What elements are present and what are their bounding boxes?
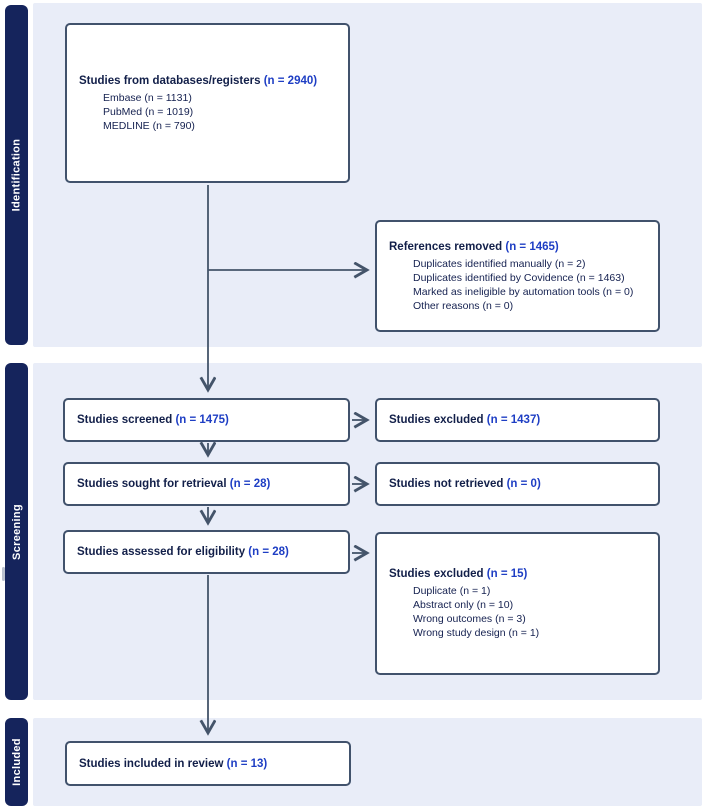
included-rail: Included bbox=[5, 718, 28, 806]
box-count: (n = 13) bbox=[226, 757, 268, 770]
box-label: Studies assessed for eligibility bbox=[77, 546, 246, 558]
box-item-list: Duplicates identified manually (n = 2) D… bbox=[389, 257, 650, 313]
box-item: MEDLINE (n = 790) bbox=[103, 119, 195, 132]
box-item: Duplicate (n = 1) bbox=[413, 585, 491, 597]
box-studies-sought-for-retrieval: Studies sought for retrieval (n = 28) bbox=[63, 462, 350, 506]
box-label: Studies sought for retrieval bbox=[77, 478, 227, 490]
box-studies-from-databases: Studies from databases/registers (n = 29… bbox=[65, 23, 350, 183]
box-item-list: Duplicate (n = 1) Abstract only (n = 10)… bbox=[389, 584, 650, 640]
box-item: Embase (n = 1131) bbox=[103, 91, 192, 104]
box-studies-not-retrieved: Studies not retrieved (n = 0) bbox=[375, 462, 660, 506]
screening-rail: Screening bbox=[5, 363, 28, 700]
box-title: Studies excluded (n = 1437) bbox=[389, 413, 650, 427]
box-count: (n = 28) bbox=[229, 478, 271, 490]
box-item: Marked as ineligible by automation tools… bbox=[413, 285, 634, 298]
box-item-list: Embase (n = 1131) PubMed (n = 1019) MEDL… bbox=[79, 91, 340, 133]
box-label: Studies excluded bbox=[389, 414, 484, 426]
box-studies-excluded-screening: Studies excluded (n = 1437) bbox=[375, 398, 660, 442]
identification-rail: Identification bbox=[5, 5, 28, 345]
box-title: Studies sought for retrieval (n = 28) bbox=[77, 477, 340, 491]
box-label: Studies included in review bbox=[79, 757, 224, 770]
box-count: (n = 1465) bbox=[505, 240, 559, 253]
box-references-removed: References removed (n = 1465) Duplicates… bbox=[375, 220, 660, 332]
box-label: References removed bbox=[389, 240, 503, 253]
box-title: Studies not retrieved (n = 0) bbox=[389, 477, 650, 491]
box-title: Studies screened (n = 1475) bbox=[77, 413, 340, 427]
box-item: Wrong study design (n = 1) bbox=[413, 627, 540, 639]
box-count: (n = 1475) bbox=[175, 414, 229, 426]
box-title: Studies from databases/registers (n = 29… bbox=[79, 74, 340, 88]
box-item: Wrong outcomes (n = 3) bbox=[413, 613, 526, 625]
box-label: Studies not retrieved bbox=[389, 478, 504, 490]
box-item: Abstract only (n = 10) bbox=[413, 599, 514, 611]
box-item: PubMed (n = 1019) bbox=[103, 105, 194, 118]
box-item: Duplicates identified by Covidence (n = … bbox=[413, 271, 625, 284]
box-title: Studies excluded (n = 15) bbox=[389, 567, 650, 581]
box-count: (n = 1437) bbox=[486, 414, 541, 426]
box-label: Studies excluded bbox=[389, 568, 484, 580]
box-count: (n = 2940) bbox=[263, 74, 318, 87]
box-studies-excluded-eligibility: Studies excluded (n = 15) Duplicate (n =… bbox=[375, 532, 660, 675]
box-item: Other reasons (n = 0) bbox=[413, 299, 514, 312]
box-studies-assessed-for-eligibility: Studies assessed for eligibility (n = 28… bbox=[63, 530, 350, 574]
stray-dash-mark bbox=[2, 567, 5, 581]
box-title: Studies included in review (n = 13) bbox=[79, 757, 341, 771]
box-label: Studies from databases/registers bbox=[79, 74, 261, 87]
box-title: Studies assessed for eligibility (n = 28… bbox=[77, 545, 340, 559]
box-studies-included-in-review: Studies included in review (n = 13) bbox=[65, 741, 351, 786]
box-count: (n = 15) bbox=[486, 568, 528, 580]
box-item: Duplicates identified manually (n = 2) bbox=[413, 257, 586, 270]
box-label: Studies screened bbox=[77, 414, 173, 426]
box-title: References removed (n = 1465) bbox=[389, 240, 650, 254]
box-count: (n = 28) bbox=[248, 546, 289, 558]
box-count: (n = 0) bbox=[506, 478, 541, 490]
box-studies-screened: Studies screened (n = 1475) bbox=[63, 398, 350, 442]
